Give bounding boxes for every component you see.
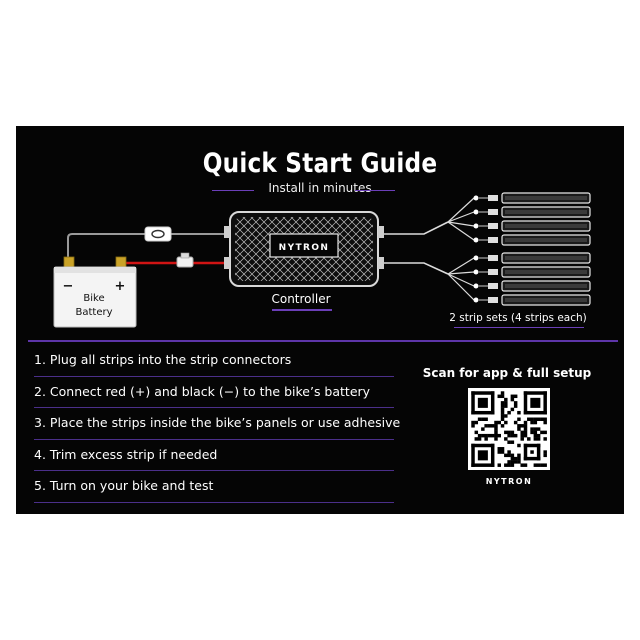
controller-box: NYTRON [224,211,384,287]
step-item: 1. Plug all strips into the strip connec… [34,345,394,377]
led-strip [473,266,591,278]
battery-icon: − + Bike Battery [53,256,137,328]
quick-start-card: Quick Start Guide Install in minutes − + [16,126,624,514]
battery-minus-sign: − [63,279,74,294]
qr-code[interactable] [468,388,550,474]
section-divider [28,340,618,342]
controller-port-left-lower [224,257,230,269]
qr-code-image [468,388,550,470]
controller-brand: NYTRON [279,243,330,253]
step-item: 3. Place the strips inside the bike’s pa… [34,408,400,440]
step-item: 4. Trim excess strip if needed [34,440,394,471]
page-subtitle: Install in minutes [268,181,372,195]
controller-label: Controller [271,292,331,306]
led-strips [473,192,591,306]
step-item: 2. Connect red (+) and black (−) to the … [34,377,394,408]
scan-label: Scan for app & full setup [422,366,592,380]
controller-label-underline [272,309,332,311]
led-strip [473,206,591,218]
wiring-diagram: − + Bike Battery NYTRON [53,192,591,328]
step-item: 5. Turn on your bike and test [34,471,394,503]
black-wire [67,233,230,266]
page-title: Quick Start Guide [202,148,438,179]
strip-set-2 [447,257,475,301]
strip-sets-underline [454,327,584,328]
controller-port-left [224,226,230,238]
subtitle-rule-right [355,190,395,191]
red-wire [119,261,230,266]
led-strip [473,280,591,292]
battery-plus-sign: + [115,279,126,294]
battery-label-line2: Battery [75,307,112,318]
battery-label-line1: Bike [83,293,104,304]
strip-set-1 [447,197,475,241]
subtitle-rule-left [212,190,254,191]
controller-port-right [378,226,384,238]
led-strip [473,294,591,306]
led-strip [473,192,591,204]
output-wires [384,221,449,275]
fuse-holder-icon [176,252,194,268]
brand-logo-text: NYTRON [485,477,533,486]
strip-sets-label: 2 strip sets (4 strips each) [449,312,587,324]
led-strip [473,220,591,232]
steps-list: 1. Plug all strips into the strip connec… [34,345,400,503]
led-strip [473,252,591,264]
inline-switch-icon [144,226,172,242]
led-strip [473,234,591,246]
controller-port-right-lower [378,257,384,269]
